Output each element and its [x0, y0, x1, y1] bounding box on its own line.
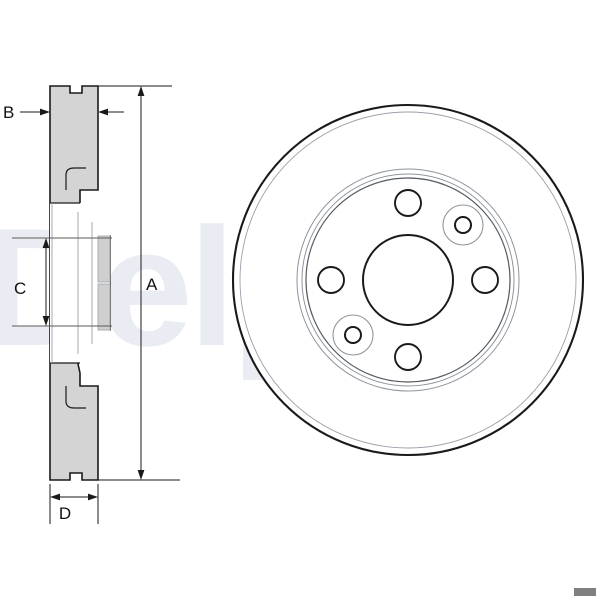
section-construction-lines: [51, 203, 93, 363]
dimension-c-arrow-top: [42, 238, 50, 248]
pilot-hole: [344, 326, 362, 344]
hub-bore-face: [50, 203, 110, 363]
dimension-a-arrow-bottom: [137, 470, 145, 480]
dimension-c-arrow-bottom: [42, 316, 50, 326]
dimension-b: [20, 108, 124, 116]
pilot-hole-assembly: [332, 314, 374, 356]
dimension-b-label: B: [3, 103, 14, 122]
dimension-d-arrow-left: [50, 493, 60, 501]
bolt-hole: [471, 266, 499, 294]
friction-band-outer-ring: [296, 168, 520, 392]
hat-transition-ring: [305, 177, 511, 383]
dimension-b-arrow-right: [98, 108, 108, 116]
dimension-c-label: C: [14, 279, 26, 298]
dimension-d-arrow-right: [88, 493, 98, 501]
bolt-hole: [317, 266, 345, 294]
dimension-b-arrow-left: [40, 108, 50, 116]
bolt-hole: [394, 343, 422, 371]
friction-face-shading: [97, 235, 111, 331]
pilot-hole-assembly: [442, 204, 484, 246]
cross-section-view: [49, 85, 111, 481]
corner-mark: [574, 588, 596, 596]
pilot-hole-counterbore-ring: [442, 204, 484, 246]
pilot-hole: [454, 216, 472, 234]
hub-bore-outline: [50, 202, 80, 364]
friction-band-mid-ring: [301, 173, 515, 387]
disc-inner-edge-ring: [239, 111, 577, 449]
dimension-a-arrow-top: [137, 86, 145, 96]
dimension-a-label: A: [146, 275, 158, 294]
centre-bore: [362, 234, 454, 326]
dimension-c: [12, 237, 112, 327]
dimension-d-label: D: [59, 504, 71, 523]
bolt-hole: [394, 189, 422, 217]
machined-relief-detail: [65, 167, 86, 409]
face-view: [231, 103, 585, 457]
pilot-hole-counterbore-ring: [332, 314, 374, 356]
disc-outer-edge: [231, 103, 585, 457]
dimension-d: [49, 479, 180, 524]
